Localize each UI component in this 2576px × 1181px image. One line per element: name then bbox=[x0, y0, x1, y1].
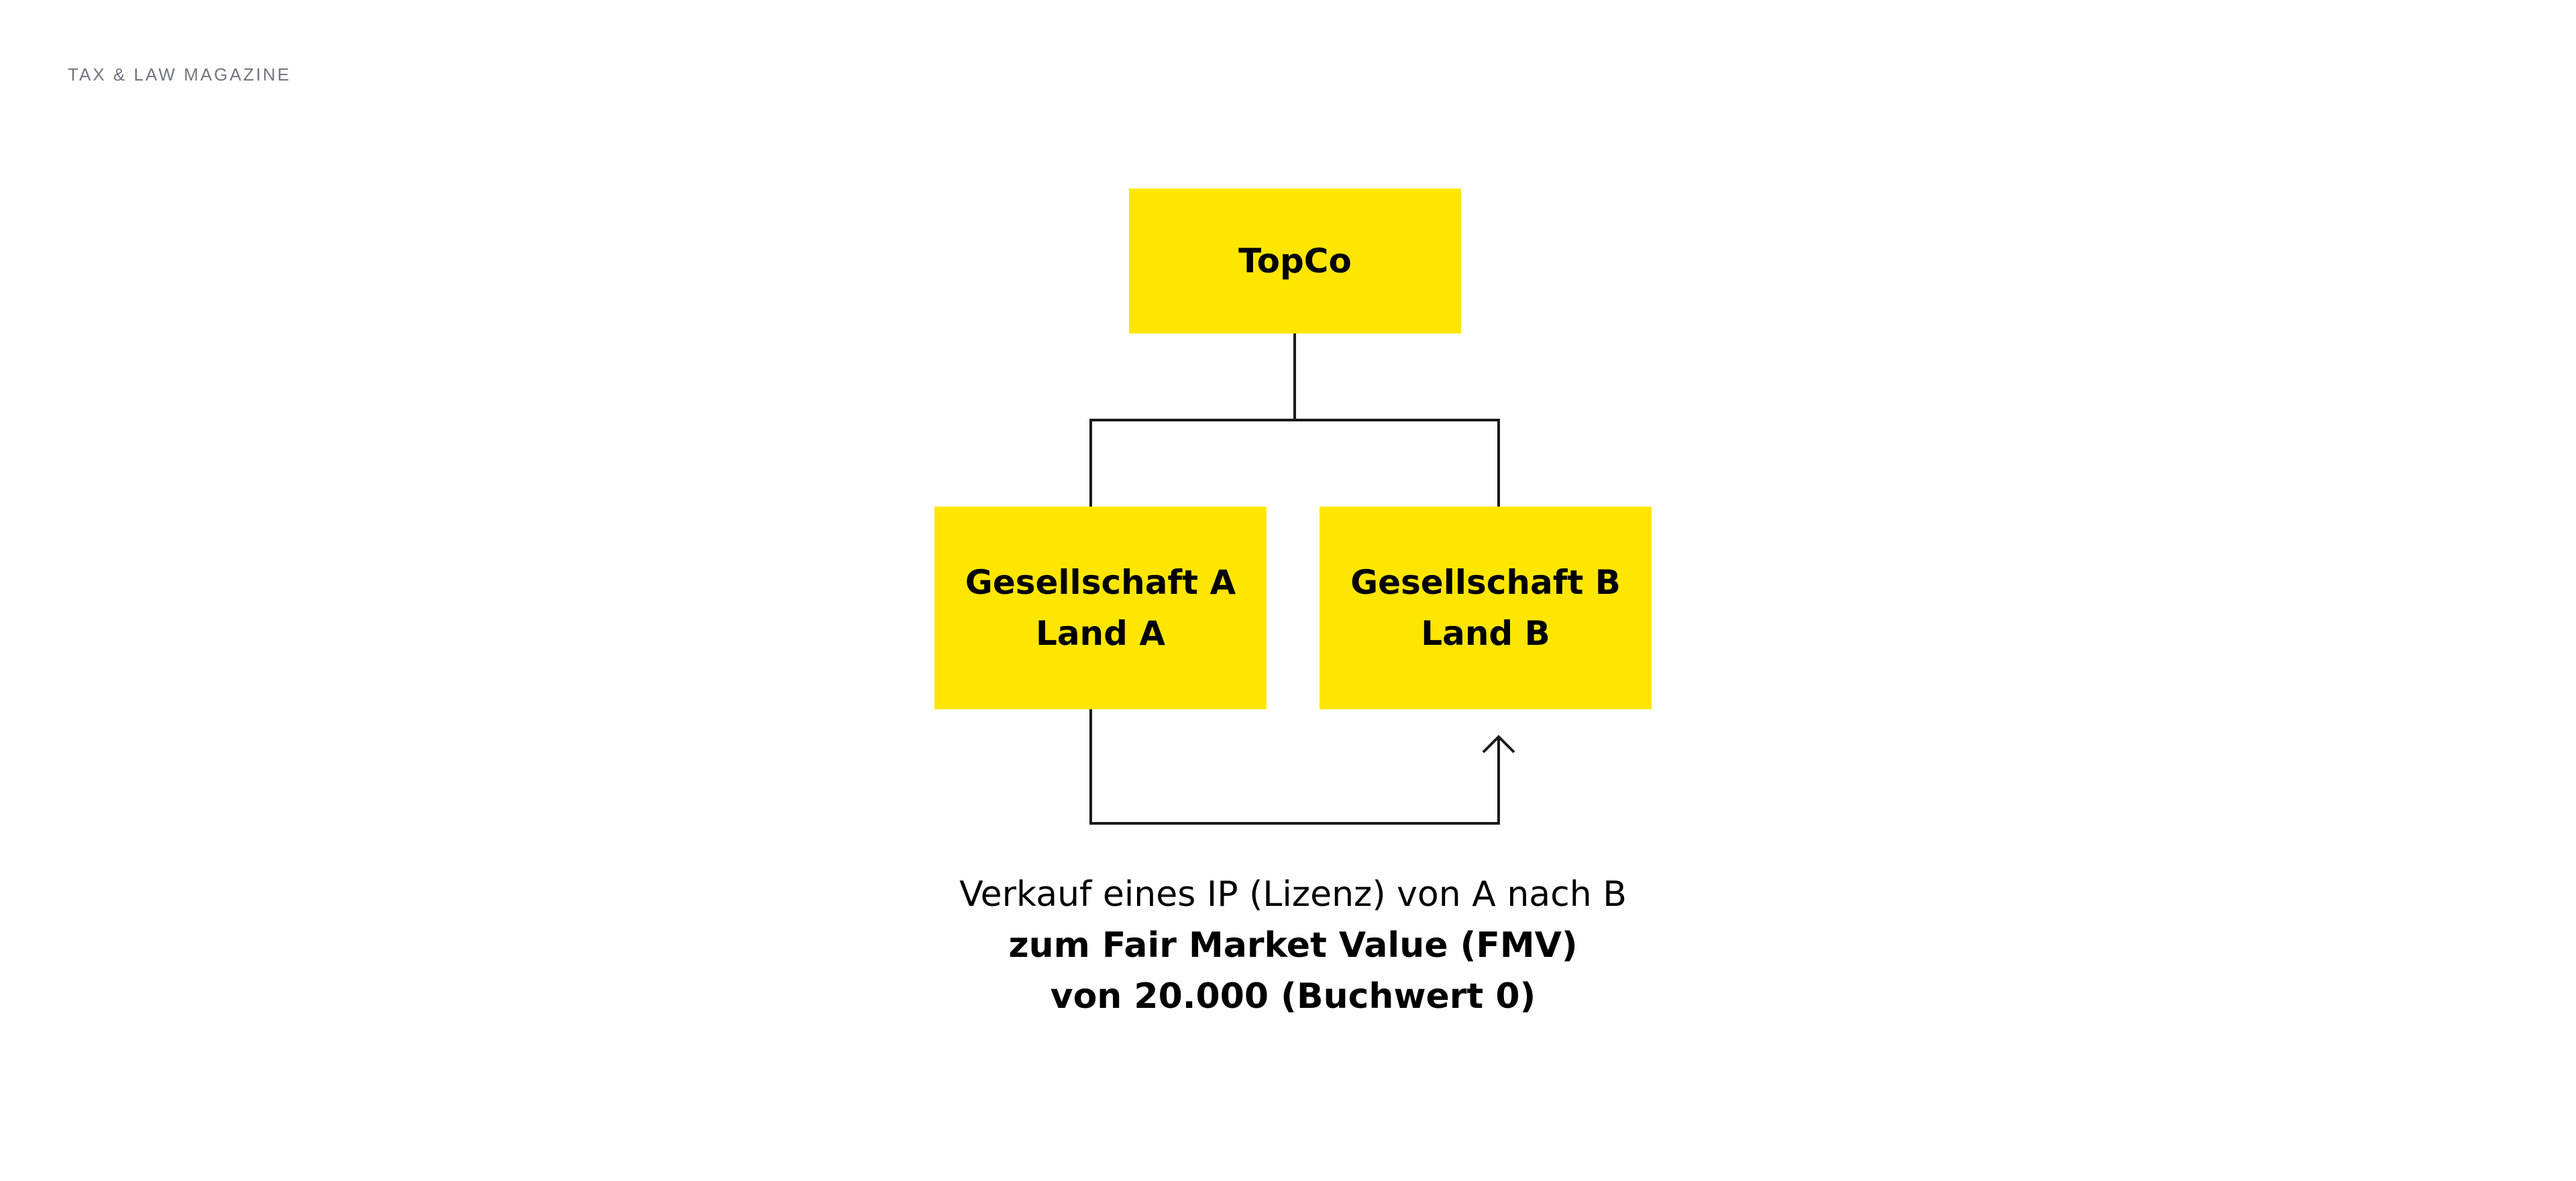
topco-label: TopCo bbox=[1238, 242, 1352, 280]
magazine-brand: TAX & LAW MAGAZINE bbox=[68, 64, 291, 85]
company-a-name: Gesellschaft A bbox=[965, 563, 1236, 602]
company-b-name: Gesellschaft B bbox=[1350, 563, 1621, 602]
transaction-caption: Verkauf eines IP (Lizenz) von A nach B z… bbox=[885, 869, 1701, 1022]
company-b-box: Gesellschaft B Land B bbox=[1320, 507, 1652, 709]
caption-line-2: zum Fair Market Value (FMV) bbox=[1008, 925, 1578, 966]
arrow-head-icon bbox=[1482, 735, 1515, 754]
topco-box: TopCo bbox=[1129, 189, 1461, 333]
transfer-path-a-to-b bbox=[1089, 709, 1500, 825]
caption-line-3: von 20.000 (Buchwert 0) bbox=[1050, 976, 1536, 1017]
company-a-country: Land A bbox=[1035, 614, 1166, 653]
caption-line-1: Verkauf eines IP (Lizenz) von A nach B bbox=[959, 874, 1627, 915]
company-b-country: Land B bbox=[1421, 614, 1550, 653]
company-a-box: Gesellschaft A Land A bbox=[934, 507, 1267, 709]
